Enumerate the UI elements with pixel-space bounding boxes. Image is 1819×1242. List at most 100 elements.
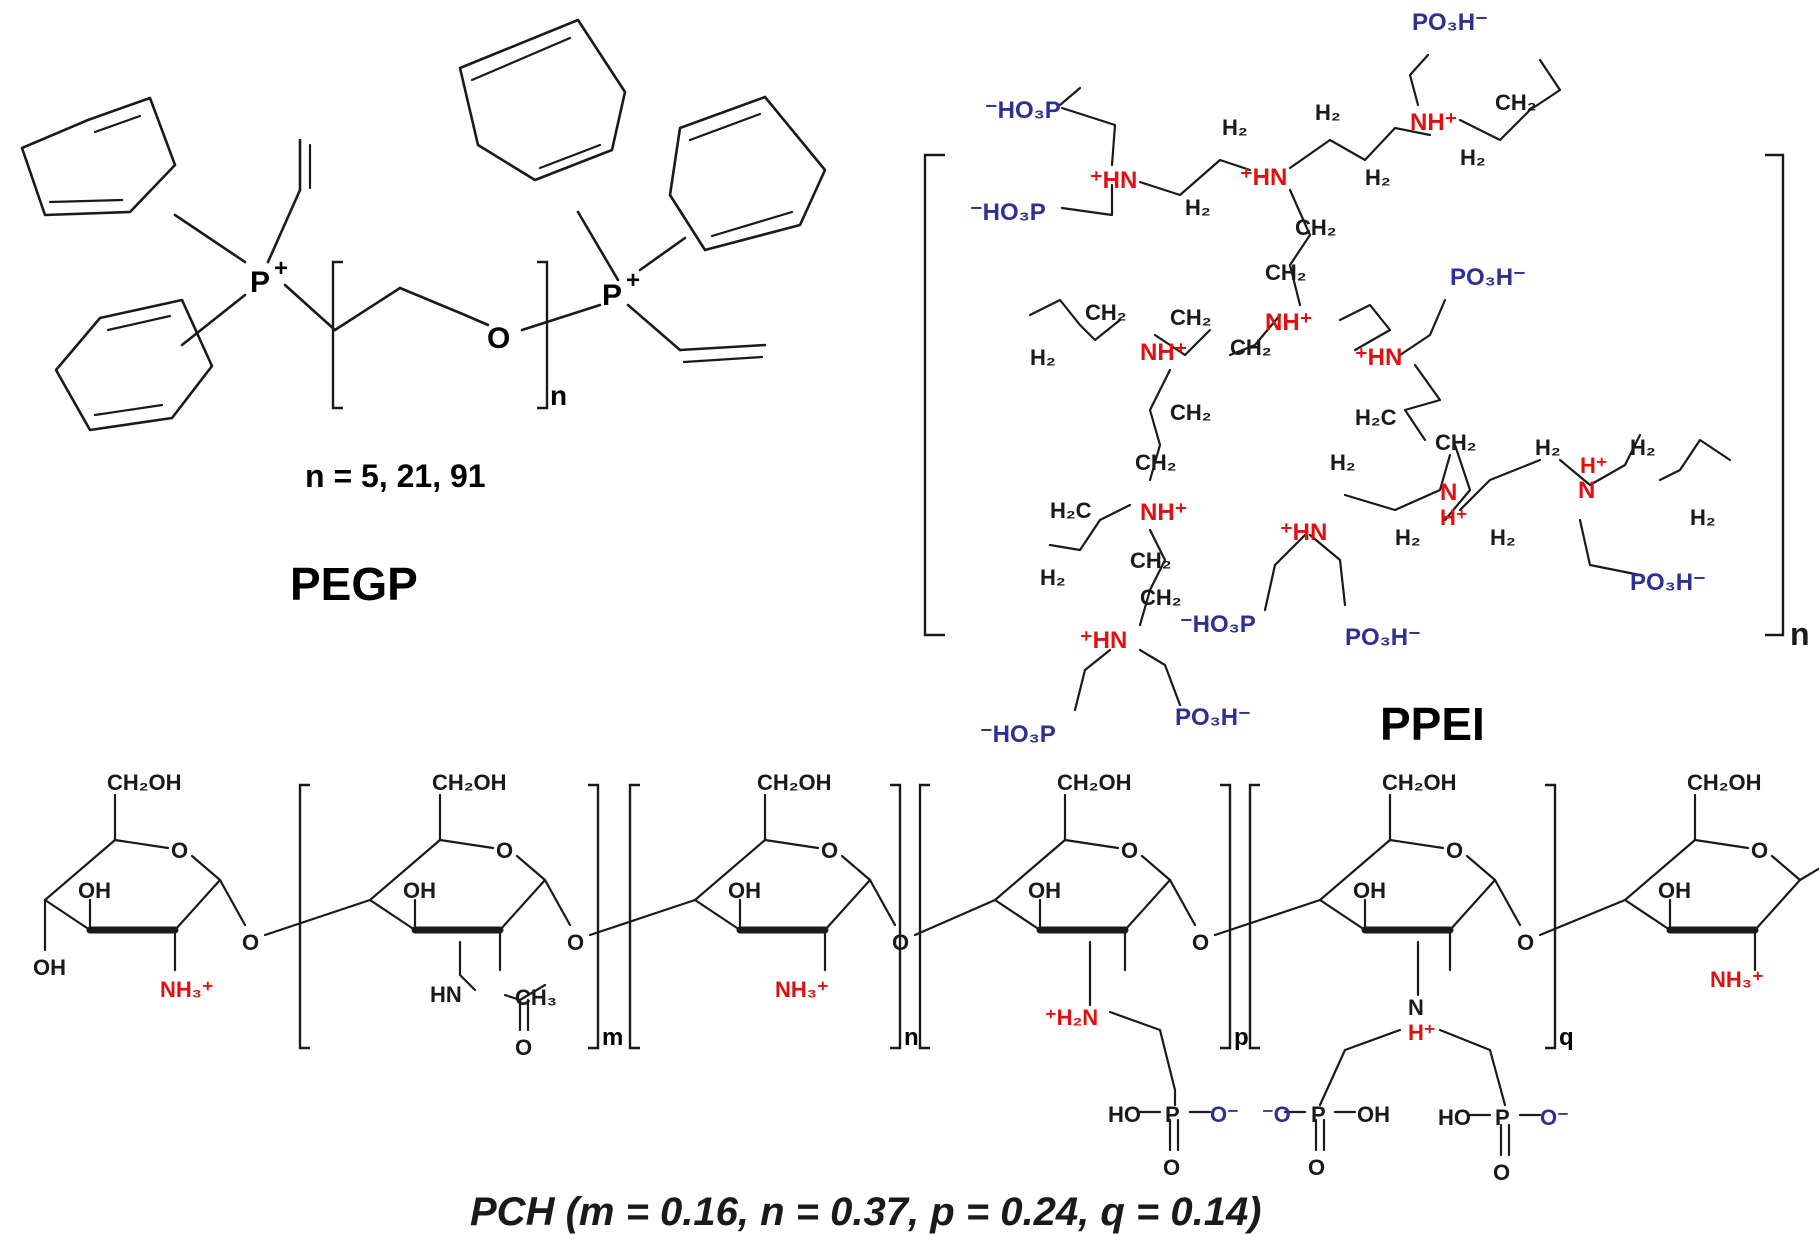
pch-ch2oh: CH₂OH — [1687, 770, 1762, 795]
pegp-plus-2: + — [626, 267, 640, 294]
pegp-structure: P + P + O n n = 5, 21, 91 PEGP — [20, 18, 827, 610]
pch-p-2: P — [1311, 1102, 1326, 1127]
pch-ring-bond — [1388, 838, 1445, 850]
pch-bracket-m-left — [298, 783, 310, 1050]
pch-ch2oh: CH₂OH — [107, 770, 182, 795]
pegp-plus-1: + — [274, 255, 288, 282]
pegp-name: PEGP — [290, 558, 418, 610]
ppei-ch2: CH₂ — [1295, 215, 1337, 240]
pch-ch2oh: CH₂OH — [1382, 770, 1457, 795]
pch-oh: OH — [78, 878, 111, 903]
pch-bracket-m-right — [588, 783, 600, 1050]
pch-ring-bond — [1538, 898, 1627, 937]
pch-ring-bond — [868, 878, 897, 927]
pch-ring-bond — [1753, 878, 1802, 932]
pch-glycosidic-oxygen: O — [892, 930, 909, 955]
ppei-h2: H₂ — [1030, 345, 1056, 370]
pch-ring-bond — [1493, 878, 1522, 927]
pch-ring-bond — [263, 898, 372, 937]
pch-ho-1: HO — [1108, 1102, 1141, 1127]
pch-ring-bond — [1448, 878, 1497, 932]
pch-minus-o-2: ⁻O — [1262, 1102, 1291, 1127]
ppei-nh-plus-3: NH⁺ — [1140, 339, 1187, 366]
pch-ring-bond — [1693, 838, 1750, 850]
pch-ring-bond — [498, 878, 547, 932]
pch-ring-bond — [1063, 838, 1120, 850]
ppei-h2: H₂ — [1690, 505, 1716, 530]
ppei-subscript-n: n — [1790, 616, 1810, 652]
ppei-ch2: CH₂ — [1085, 300, 1127, 325]
ppei-h2c: H₂C — [1050, 498, 1092, 523]
pch-oh: OH — [728, 878, 761, 903]
pch-oh: OH — [1658, 878, 1691, 903]
pch-structure: m n p q CH₂OHOOHOOHCH₂OHOOHOCH₂OHOOHOCH₂… — [33, 770, 1819, 1234]
pch-ring-oxygen: O — [171, 838, 188, 863]
pch-ring-bond — [823, 878, 872, 932]
ppei-ch2: CH₂ — [1135, 450, 1177, 475]
pch-glycosidic-oxygen: O — [1192, 930, 1209, 955]
ppei-po3h-1: PO₃H⁻ — [1412, 9, 1488, 36]
ppei-hn-plus-4: ⁺HN — [1280, 519, 1327, 546]
pch-ring-bond — [1770, 854, 1802, 882]
pch-p-3: P — [1495, 1105, 1510, 1130]
ppei-h2: H₂ — [1222, 115, 1248, 140]
pch-ring-bond — [43, 838, 117, 902]
pch-nh3-plus-1: NH₃⁺ — [160, 977, 214, 1002]
ppei-po3h-5: PO₃H⁻ — [1175, 704, 1251, 731]
pch-subscript-m: m — [602, 1024, 623, 1051]
ppei-po3h-4: PO₃H⁻ — [1345, 624, 1421, 651]
ppei-nh-plus-1: NH⁺ — [1410, 109, 1457, 136]
ppei-structure: n PPEI — [923, 9, 1810, 750]
pch-bracket-q-right — [1545, 783, 1557, 1050]
pch-ring-bond — [543, 878, 572, 927]
pch-o-minus-3: O⁻ — [1540, 1105, 1569, 1130]
ppei-h2: H₂ — [1040, 565, 1066, 590]
ppei-po3h-2: PO₃H⁻ — [1450, 264, 1526, 291]
ppei-h2: H₂ — [1535, 435, 1561, 460]
pch-n-black: N — [1408, 995, 1424, 1020]
ppei-methylene-labels: H₂ H₂ H₂ H₂ CH₂ H₂ CH₂ CH₂ CH₂ H₂ CH₂ CH… — [1030, 90, 1716, 610]
pch-ring-oxygen: O — [821, 838, 838, 863]
pegp-bracket-left — [331, 260, 343, 410]
ppei-h-plus-1: H⁺ — [1440, 505, 1468, 530]
pch-subscript-q: q — [1559, 1024, 1574, 1051]
ppei-nh-plus-4: NH⁺ — [1140, 499, 1187, 526]
pegp-phenyl-ring-2 — [54, 298, 214, 432]
ppei-n-red-2: N — [1578, 477, 1595, 504]
pch-ch2oh: CH₂OH — [757, 770, 832, 795]
ppei-ch2: CH₂ — [1265, 260, 1307, 285]
pch-ring-bond — [368, 898, 417, 932]
pch-ho-3: HO — [1438, 1105, 1471, 1130]
pch-ring-bond — [1140, 854, 1172, 882]
pch-ring-bond — [840, 854, 872, 882]
pch-ch2oh: CH₂OH — [432, 770, 507, 795]
pch-ring-oxygen: O — [1751, 838, 1768, 863]
pch-ch3: CH₃ — [515, 985, 557, 1010]
pch-glycosidic-oxygen: O — [567, 930, 584, 955]
ppei-bracket-right — [1765, 153, 1785, 637]
ppei-h2: H₂ — [1315, 100, 1341, 125]
pch-ring-bond — [693, 838, 767, 902]
pch-ring-oxygen: O — [1446, 838, 1463, 863]
pch-h2n-plus: ⁺H₂N — [1045, 1005, 1098, 1030]
pch-ring-bond — [515, 854, 547, 882]
pch-glycosidic-oxygen: O — [1517, 930, 1534, 955]
ppei-nh-plus-2: NH⁺ — [1265, 309, 1312, 336]
pch-caption: PCH (m = 0.16, n = 0.37, p = 0.24, q = 0… — [470, 1190, 1262, 1234]
ppei-hn-plus-1: ⁺HN — [1090, 167, 1137, 194]
pch-bracket-p-right — [1220, 783, 1232, 1050]
pch-ring-bond — [1213, 898, 1322, 937]
pch-subscript-p: p — [1234, 1024, 1249, 1051]
pch-ring-bond — [1623, 838, 1697, 902]
pch-ring-bond — [1318, 838, 1392, 902]
pch-sugar-rings: CH₂OHOOHOOHCH₂OHOOHOCH₂OHOOHOCH₂OHOOHOCH… — [33, 770, 1819, 980]
pch-ch2oh: CH₂OH — [1057, 770, 1132, 795]
pch-ring-bond — [113, 838, 170, 850]
ppei-ch2: CH₂ — [1230, 335, 1272, 360]
ppei-h2: H₂ — [1630, 435, 1656, 460]
pch-glycosidic-oxygen: O — [242, 930, 259, 955]
pch-oh: OH — [1353, 878, 1386, 903]
ppei-po3h-3: PO₃H⁻ — [1630, 569, 1706, 596]
pch-ring-bond — [1168, 878, 1197, 927]
